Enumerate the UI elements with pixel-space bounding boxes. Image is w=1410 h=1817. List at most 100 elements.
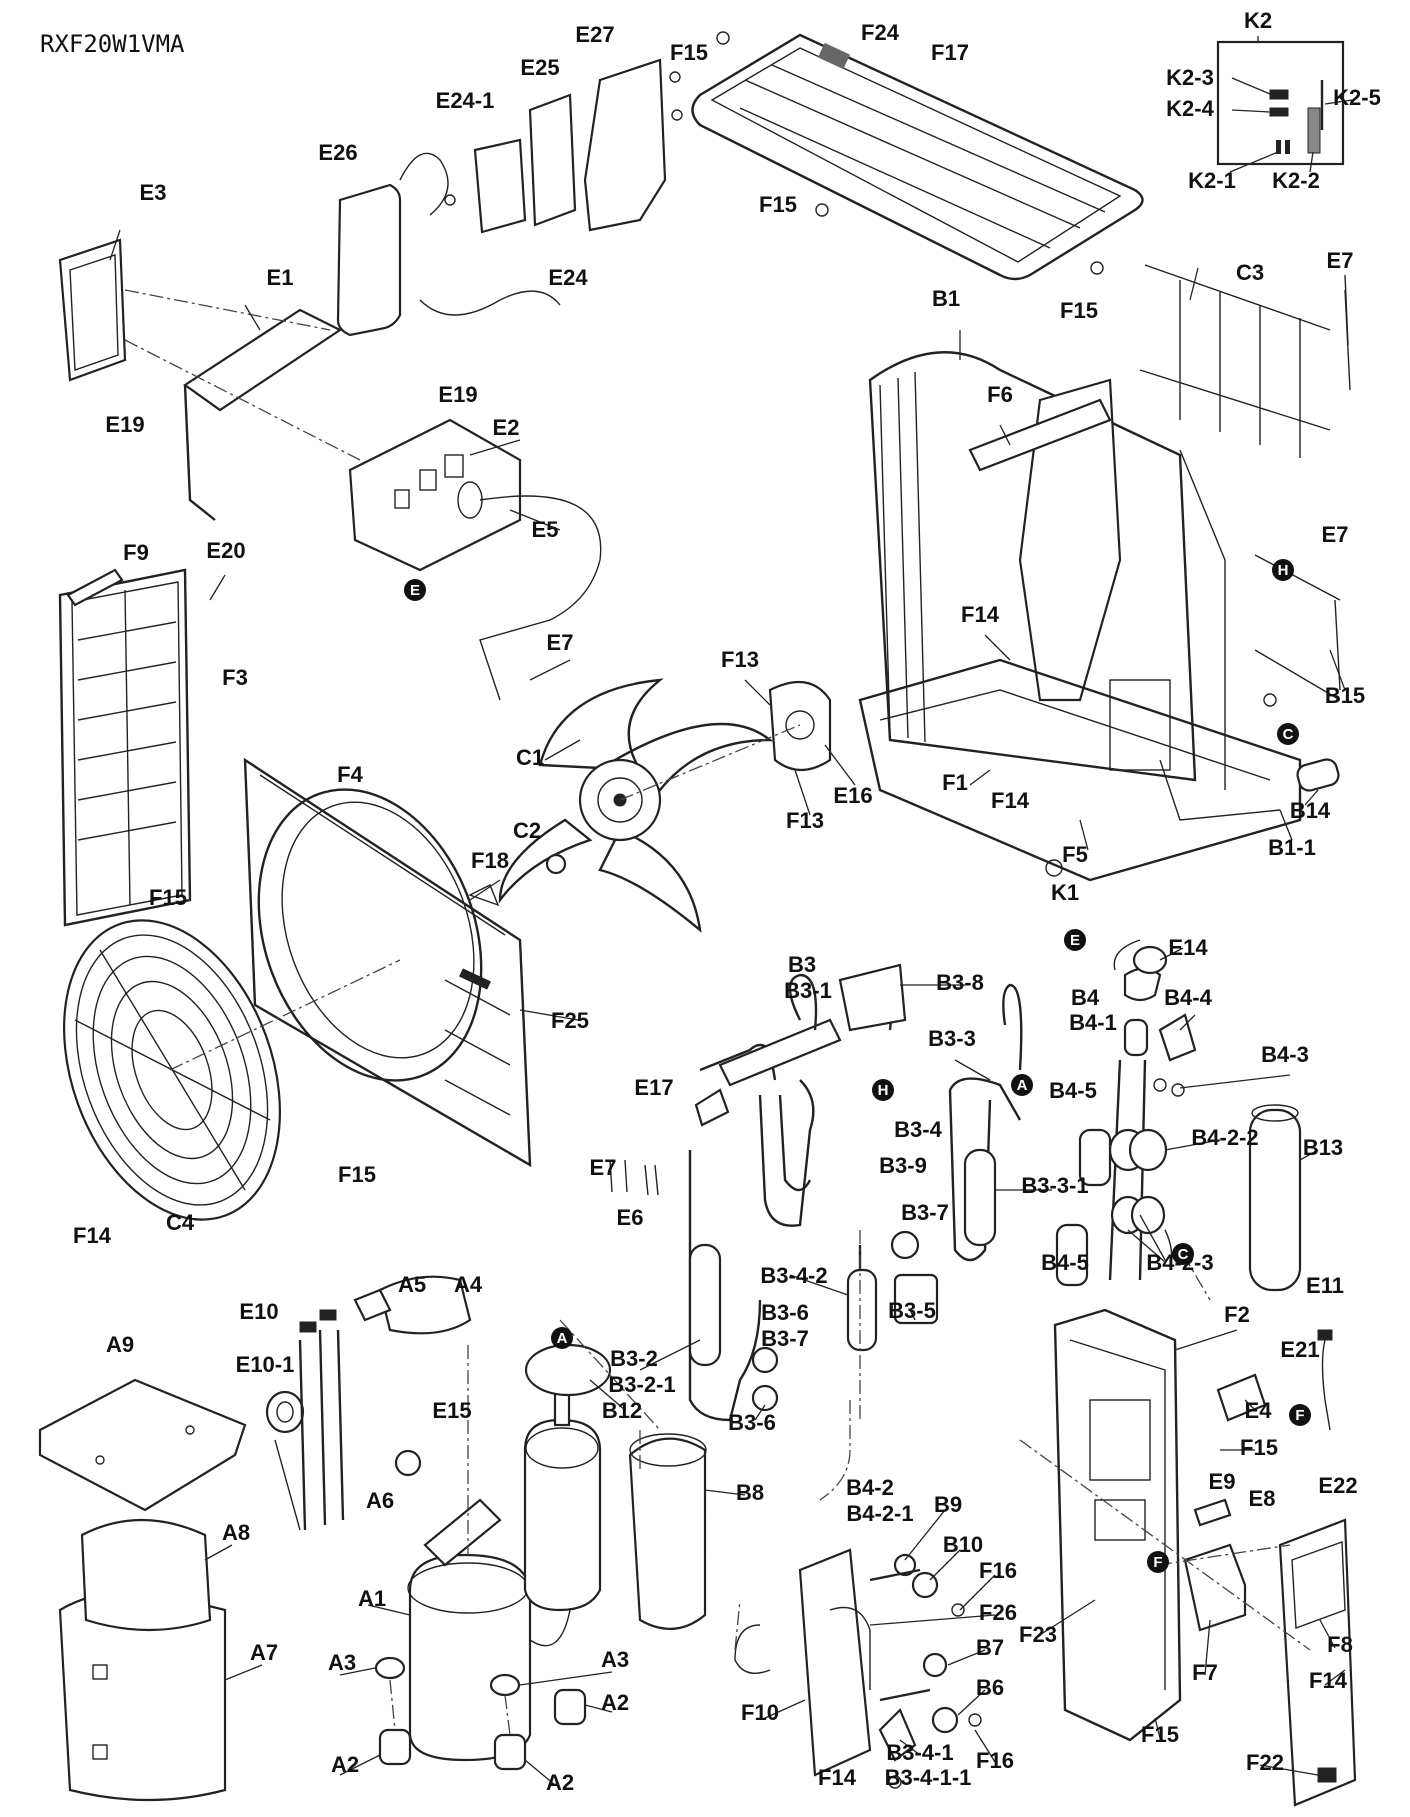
part-label-E3: E3 [140, 180, 167, 205]
part-label-E5: E5 [532, 517, 559, 542]
part-label-A6: A6 [366, 1488, 394, 1513]
marker-H-marker-a: H [1272, 559, 1294, 581]
marker-circle [551, 1327, 573, 1349]
part-label-F10: F10 [741, 1700, 779, 1725]
part-label-E26: E26 [318, 140, 357, 165]
part-label-E10-1: E10-1 [236, 1352, 295, 1377]
part-label-F14-c: F14 [73, 1223, 112, 1248]
part-label-F14-a: F14 [961, 602, 1000, 627]
part-label-E16: E16 [833, 783, 872, 808]
part-label-B3-6-b: B3-6 [728, 1410, 776, 1435]
marker-F-marker-a: F [1289, 1404, 1311, 1426]
part-label-B4-2-1: B4-2-1 [846, 1501, 913, 1526]
part-label-B3-4: B3-4 [894, 1117, 942, 1142]
part-label-F16-a: F16 [979, 1558, 1017, 1583]
part-label-F26: F26 [979, 1600, 1017, 1625]
part-label-A2-b: A2 [331, 1752, 359, 1777]
marker-circle [1272, 559, 1294, 581]
part-label-B1-1: B1-1 [1268, 835, 1316, 860]
part-label-E7-c: E7 [547, 630, 574, 655]
part-label-F14-e: F14 [818, 1765, 857, 1790]
part-label-B4-2: B4-2 [846, 1475, 894, 1500]
part-label-B3-7-a: B3-7 [901, 1200, 949, 1225]
part-label-F1: F1 [942, 770, 968, 795]
part-label-B3-4-2: B3-4-2 [760, 1263, 827, 1288]
part-label-F14-d: F14 [1309, 1668, 1348, 1693]
marker-circle [1289, 1404, 1311, 1426]
assembly-lines [559, 1230, 1311, 1651]
part-label-E7-d: E7 [590, 1155, 617, 1180]
pipe-assembly-b3 [609, 963, 1023, 1422]
marker-A-marker-b: A [551, 1327, 573, 1349]
marker-circle [1277, 723, 1299, 745]
part-label-B15: B15 [1325, 683, 1365, 708]
side-panel-f8 [1278, 1518, 1357, 1807]
part-label-B3-6-a: B3-6 [761, 1300, 809, 1325]
part-label-F7: F7 [1192, 1660, 1218, 1685]
stop-valve-assembly [734, 1548, 982, 1789]
part-label-E21: E21 [1280, 1337, 1319, 1362]
marker-circle [1064, 929, 1086, 951]
part-label-B4-1: B4-1 [1069, 1010, 1117, 1035]
front-panel-f4 [243, 757, 532, 1168]
part-label-B3-8: B3-8 [936, 970, 984, 995]
reactor-e10 [265, 1309, 345, 1531]
accessory-kit-k2 [1216, 36, 1353, 173]
part-label-B4: B4 [1071, 985, 1100, 1010]
marker-C-marker-a: C [1277, 723, 1299, 745]
part-label-E25: E25 [520, 55, 559, 80]
part-label-C4: C4 [166, 1210, 195, 1235]
part-label-K2-4: K2-4 [1166, 96, 1214, 121]
sensor-wires [1113, 289, 1351, 1431]
part-label-E19-a: E19 [438, 382, 477, 407]
part-label-B1: B1 [932, 286, 960, 311]
part-label-F15-a: F15 [670, 40, 708, 65]
part-label-B10: B10 [943, 1532, 983, 1557]
part-label-B4-2-2: B4-2-2 [1191, 1125, 1258, 1150]
part-label-E9: E9 [1209, 1469, 1236, 1494]
part-label-B12: B12 [602, 1398, 642, 1423]
part-label-B14: B14 [1290, 798, 1331, 823]
part-label-B3-2-1: B3-2-1 [608, 1372, 675, 1397]
part-label-K2: K2 [1244, 8, 1272, 33]
marker-letter: E [1070, 932, 1080, 949]
part-label-B7: B7 [976, 1635, 1004, 1660]
part-label-F9: F9 [123, 540, 149, 565]
part-label-E17: E17 [634, 1075, 673, 1100]
marker-circle [404, 579, 426, 601]
compressor-a1 [353, 1275, 612, 1771]
sound-insulation-b8 [628, 1433, 707, 1630]
pcb-assembly [58, 238, 602, 701]
marker-C-marker-b: C [1172, 1243, 1194, 1265]
model-title: RXF20W1VMA [40, 30, 185, 58]
part-label-F22: F22 [1246, 1750, 1284, 1775]
marker-circle [1011, 1074, 1033, 1096]
side-grille-f3 [58, 568, 192, 927]
insulation-tube-b13 [1248, 1104, 1302, 1292]
part-label-K2-5: K2-5 [1333, 85, 1381, 110]
part-label-B3-4-1-1: B3-4-1-1 [885, 1765, 972, 1790]
marker-letter: H [878, 1082, 889, 1099]
compressor-jackets [38, 1378, 247, 1802]
part-label-E11: E11 [1306, 1273, 1344, 1298]
part-label-B3-1: B3-1 [784, 978, 832, 1003]
part-label-B13: B13 [1303, 1135, 1343, 1160]
part-label-F24: F24 [861, 20, 900, 45]
heat-exchanger-frame [858, 351, 1340, 882]
part-label-E6: E6 [617, 1205, 644, 1230]
part-label-C2: C2 [513, 818, 541, 843]
part-label-F15-e: F15 [338, 1162, 376, 1187]
part-label-A5: A5 [398, 1272, 426, 1297]
part-label-B3-3: B3-3 [928, 1026, 976, 1051]
part-label-A3-b: A3 [601, 1647, 629, 1672]
four-way-valve-b4 [1055, 967, 1197, 1287]
part-label-K2-3: K2-3 [1166, 65, 1214, 90]
part-label-A3-a: A3 [328, 1650, 356, 1675]
marker-F-marker-b: F [1147, 1551, 1169, 1573]
part-label-F15-b: F15 [759, 192, 797, 217]
part-label-B4-5-a: B4-5 [1049, 1078, 1097, 1103]
part-label-A1: A1 [358, 1586, 386, 1611]
part-label-K2-1: K2-1 [1188, 168, 1236, 193]
